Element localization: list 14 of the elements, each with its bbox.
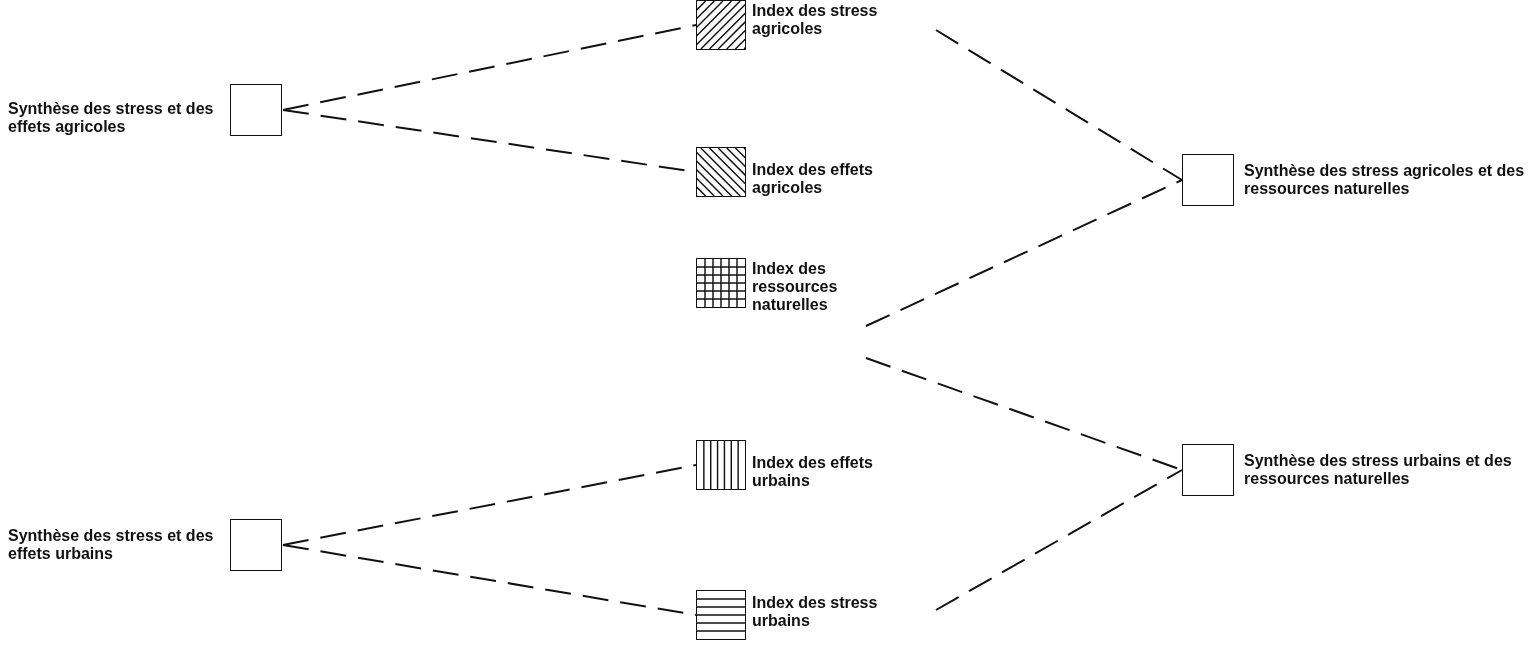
dashed-connector [935,469,1183,611]
dashed-connector [865,179,1183,327]
node-label: Index des stress agricoles [752,2,879,38]
dashed-connector [282,24,697,111]
dashed-connector [935,29,1183,181]
node-label: Synthèse des stress et des effets agricoles [8,100,215,136]
node-label: Index des ressources naturelles [752,260,839,314]
node-label: Synthèse des stress agricoles et des ressources naturelles [1244,162,1526,198]
node-label: Synthèse des stress et des effets urbains [8,527,215,563]
node-label: Index des effets agricoles [752,161,874,197]
dashed-connector [282,464,697,546]
node-label: Synthèse des stress urbains et des ressources naturelles [1244,452,1513,488]
node-label: Index des stress urbains [752,594,879,630]
node-label: Index des effets urbains [752,454,874,490]
